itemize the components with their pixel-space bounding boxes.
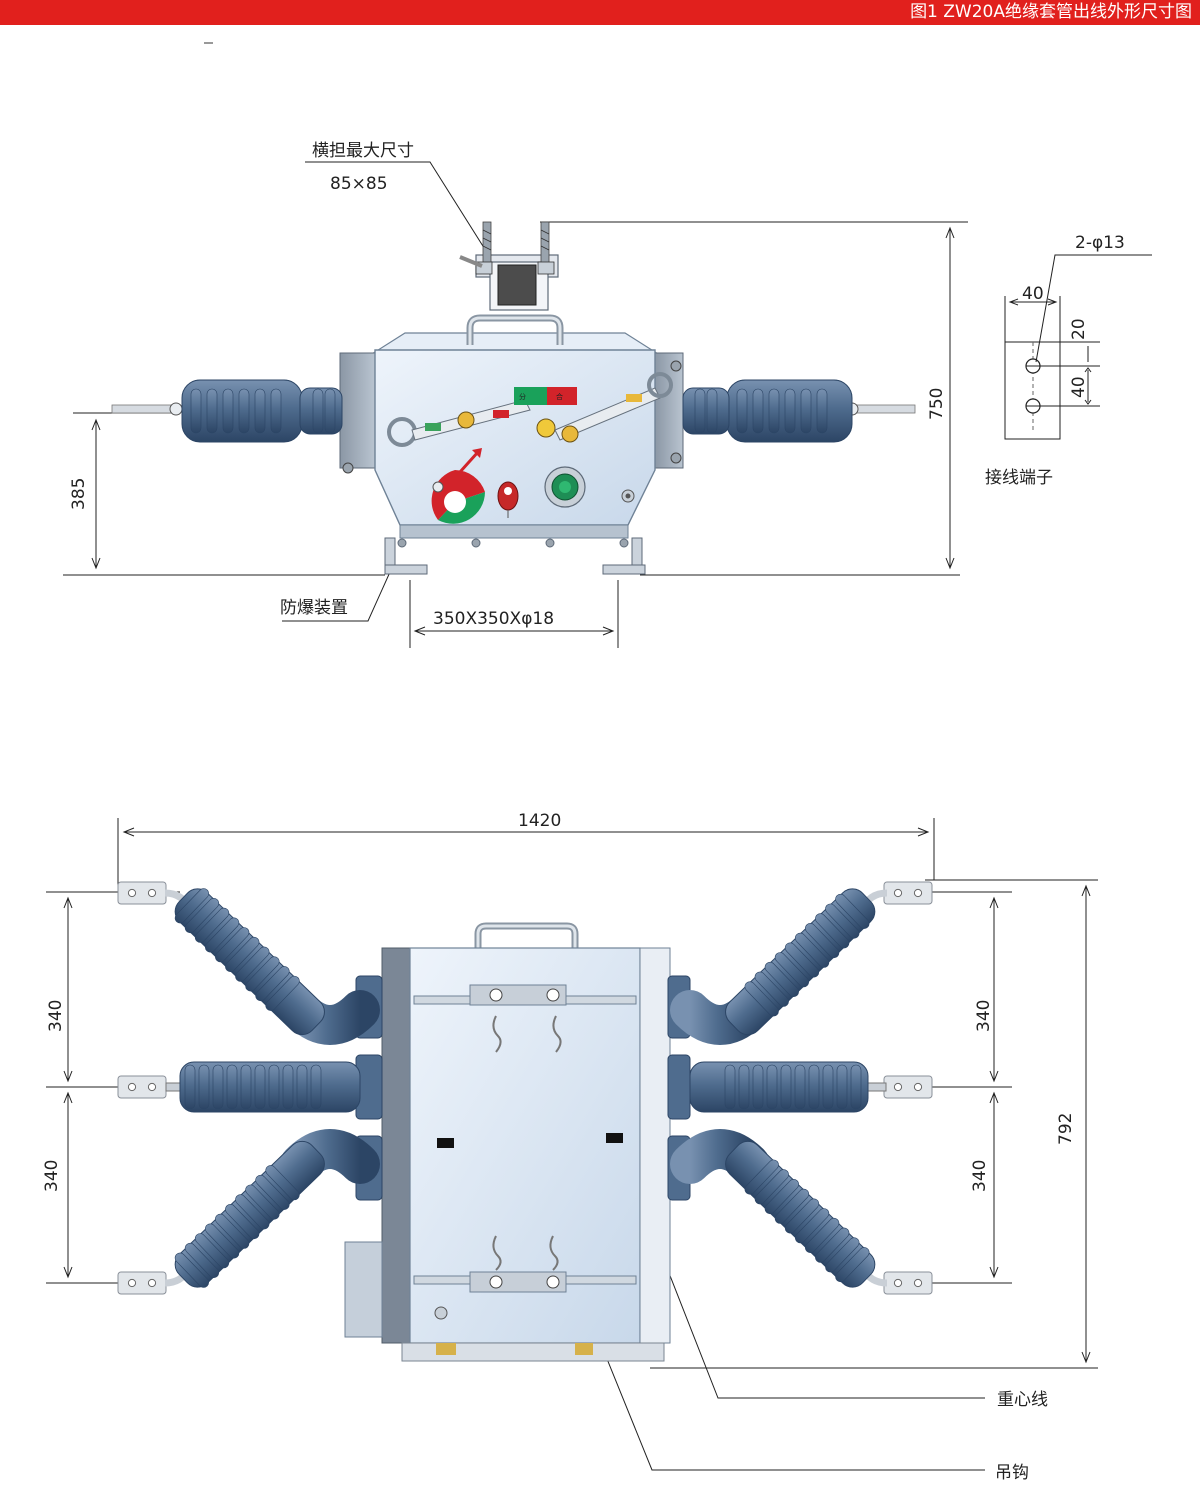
status-tab-close: 合 (556, 392, 563, 401)
mounting-feet (384, 537, 646, 575)
crossarm-label: 横担最大尺寸 (312, 141, 414, 161)
top-housing-right-strip (639, 947, 671, 1344)
right-top-bushing (670, 881, 933, 1045)
right-bushing-insulator (342, 360, 916, 474)
left-top-bushing (117, 881, 380, 1045)
explosion-proof-label: 防爆装置 (280, 598, 348, 618)
operating-mechanism (387, 372, 673, 447)
right-pitch-bottom-dimension: 340 (970, 1160, 990, 1192)
housing-roof (372, 332, 658, 353)
gravity-mark-right (606, 1133, 623, 1143)
terminal-width-dimension: 40 (1022, 284, 1044, 304)
right-bottom-bushing (670, 1129, 933, 1295)
left-bushing-insulator (111, 379, 343, 443)
left-side-box (339, 352, 376, 469)
top-housing-left-strip (381, 947, 411, 1344)
front-view: 横担最大尺寸 85×85 防爆装置 350X350Xφ18 750 385 分 … (63, 42, 968, 648)
title-banner: 图1 ZW20A绝缘套管出线外形尺寸图 (0, 0, 1200, 25)
overall-depth-dimension: 792 (1056, 1113, 1076, 1145)
right-pitch-top-dimension: 340 (974, 1000, 994, 1032)
left-pitch-top-dimension: 340 (46, 1000, 66, 1032)
left-pitch-bottom-dimension: 340 (42, 1160, 62, 1192)
terminal-detail: 2-φ13 40 20 40 接线端子 (985, 233, 1152, 488)
terminal-label: 接线端子 (985, 468, 1053, 488)
bushing-height-dimension: 385 (69, 478, 89, 510)
aviation-plug (544, 466, 586, 508)
gravity-line-label: 重心线 (997, 1390, 1048, 1410)
overall-width-dimension: 1420 (518, 811, 561, 831)
left-middle-bushing (117, 1061, 361, 1113)
right-middle-bushing (689, 1061, 933, 1113)
terminal-top-dimension: 20 (1069, 318, 1089, 340)
trip-knob (497, 481, 519, 518)
open-close-indicator (431, 448, 485, 524)
diagram-title: 图1 ZW20A绝缘套管出线外形尺寸图 (910, 2, 1192, 22)
terminal-hole-spec: 2-φ13 (1075, 233, 1125, 253)
overall-height-dimension: 750 (927, 388, 947, 420)
crossarm-size: 85×85 (330, 174, 388, 194)
top-view: 1420 340 340 340 340 792 重心线 吊钩 (42, 811, 1098, 1483)
lifting-bars (413, 984, 637, 1320)
gravity-mark-left (437, 1138, 454, 1148)
terminal-pitch-dimension: 40 (1069, 376, 1089, 398)
lifting-hook-label: 吊钩 (995, 1463, 1029, 1483)
left-bottom-bushing (117, 1129, 380, 1295)
crossarm-bracket (459, 221, 559, 311)
mount-hole-dimension: 350X350Xφ18 (433, 609, 554, 629)
status-tab-open: 分 (519, 392, 526, 401)
